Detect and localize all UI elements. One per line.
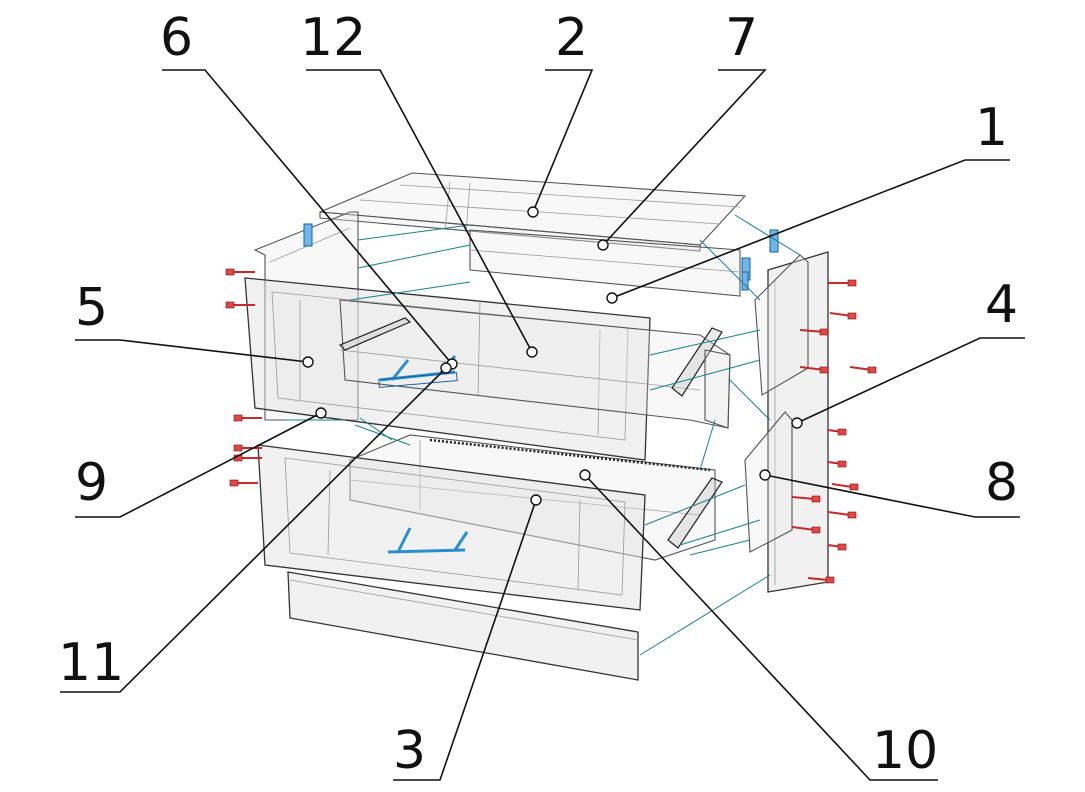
assembly-connector-lines: [285, 214, 801, 656]
screws-left: [225, 268, 262, 487]
callout-9: 9: [75, 453, 108, 513]
callout-10: 10: [872, 721, 938, 781]
callout-7: 7: [725, 8, 758, 68]
callout-5: 5: [75, 278, 108, 338]
leader-lines: [60, 69, 1025, 781]
screws-right: [791, 279, 877, 584]
right-side-panel-inner: [744, 254, 809, 553]
callout-3: 3: [393, 721, 426, 781]
plinth-panel: [287, 571, 639, 681]
callout-labels: 6 12 2 7 1 5 4 9 8 11 3 10: [58, 8, 1018, 781]
upper-runner-left: [338, 317, 412, 351]
callout-11: 11: [58, 633, 124, 693]
lower-handle: [387, 527, 469, 554]
lower-runner-right: [667, 477, 723, 549]
leader-dots: [302, 206, 803, 506]
callout-1: 1: [975, 98, 1008, 158]
lower-drawer-front: [257, 444, 646, 611]
back-right-panel: [704, 349, 731, 429]
callout-12: 12: [300, 8, 366, 68]
callout-8: 8: [985, 453, 1018, 513]
back-panel: [469, 229, 741, 297]
callout-6: 6: [160, 8, 193, 68]
callout-4: 4: [985, 275, 1018, 335]
upper-runner-right: [671, 327, 723, 397]
hinge-fittings: [303, 223, 779, 291]
callout-2: 2: [555, 8, 588, 68]
